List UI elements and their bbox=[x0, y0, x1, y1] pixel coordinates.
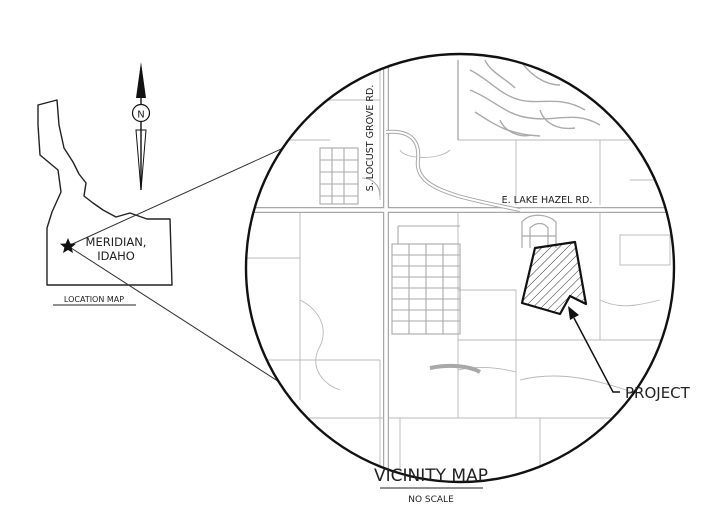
north-letter: N bbox=[137, 110, 144, 121]
city-label-line2: IDAHO bbox=[97, 249, 135, 263]
zoom-line-top bbox=[67, 139, 302, 247]
location-map-caption: LOCATION MAP bbox=[64, 295, 124, 304]
city-label-line1: MERIDIAN, bbox=[86, 235, 147, 249]
idaho-outline bbox=[37, 99, 173, 286]
vicinity-map-frame bbox=[244, 52, 676, 484]
road-label-lake-hazel: E. LAKE HAZEL RD. bbox=[502, 195, 593, 206]
vicinity-map-circle bbox=[246, 54, 674, 482]
meridian-star-icon bbox=[60, 238, 76, 253]
north-arrow-icon bbox=[131, 62, 151, 191]
project-leader-arrow-icon bbox=[568, 306, 620, 393]
zoom-line-bottom bbox=[67, 245, 302, 397]
scale-note: NO SCALE bbox=[408, 495, 454, 505]
project-label: PROJECT bbox=[625, 384, 691, 402]
road-label-locust-grove: S. LOCUST GROVE RD. bbox=[365, 85, 376, 192]
vicinity-map-title: VICINITY MAP bbox=[374, 466, 488, 486]
project-parcel bbox=[520, 240, 588, 316]
